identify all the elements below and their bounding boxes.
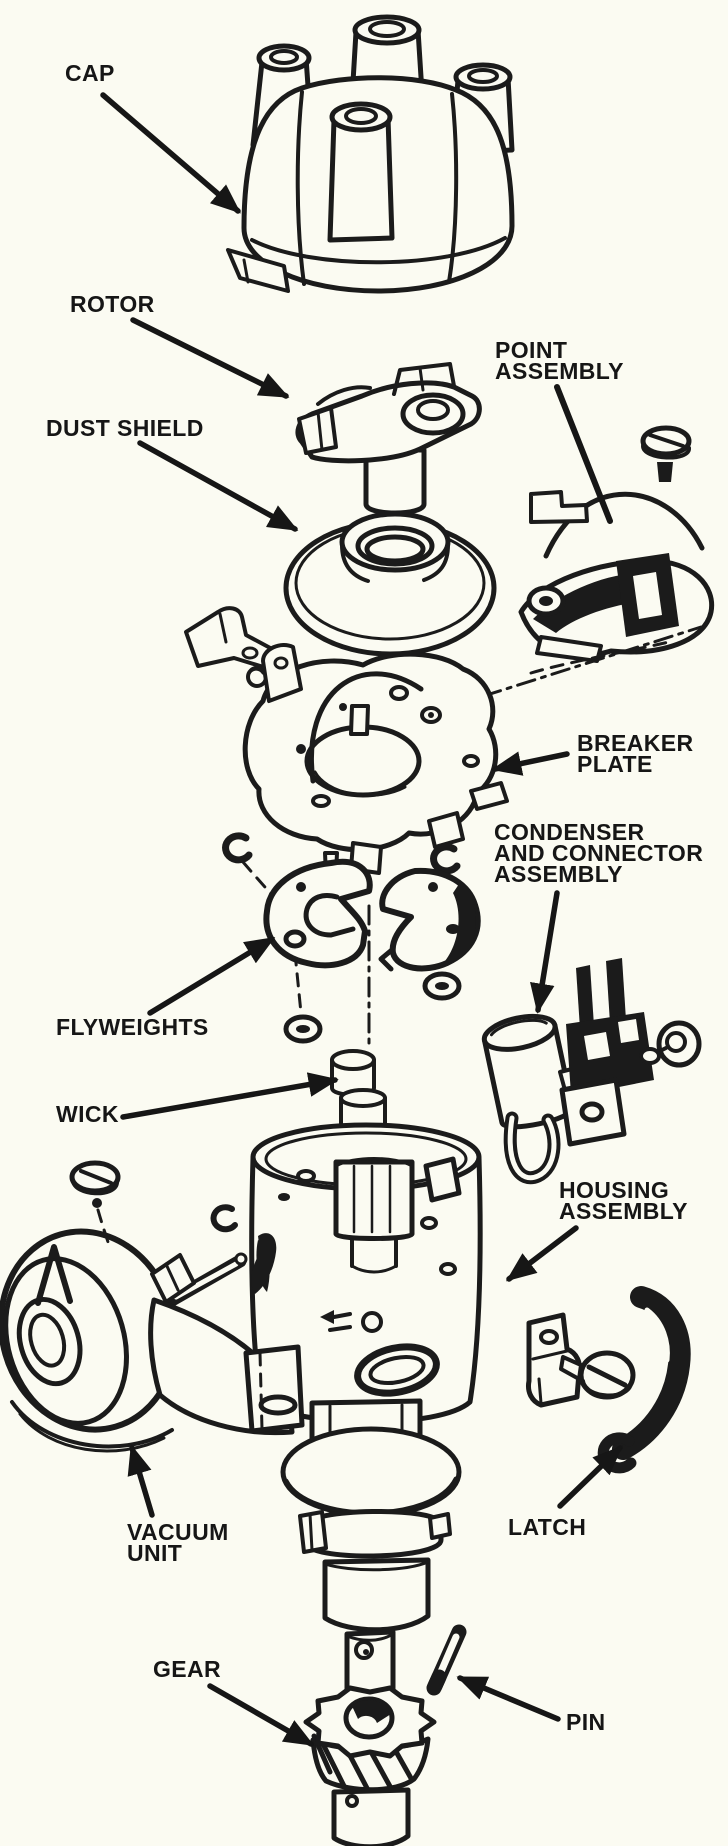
label-condenser-line1: CONDENSER	[494, 819, 645, 845]
wick-leader-arrow	[120, 1072, 339, 1120]
cap-art	[226, 14, 515, 294]
housing-leader-arrow	[505, 1225, 579, 1282]
e-clips-and-washers-art	[222, 832, 462, 1050]
label-breaker-plate-line2: PLATE	[577, 751, 653, 777]
label-gear-text: GEAR	[153, 1656, 222, 1682]
label-breaker-plate: BREAKER PLATE	[577, 730, 694, 777]
latch-art	[526, 1286, 691, 1474]
label-condenser-assembly: CONDENSER AND CONNECTOR ASSEMBLY	[494, 819, 704, 887]
label-rotor: ROTOR	[70, 291, 155, 317]
gear-art	[303, 1685, 437, 1846]
label-latch-text: LATCH	[508, 1514, 587, 1540]
label-vacuum-unit: VACUUM UNIT	[127, 1519, 229, 1566]
housing-art	[249, 1122, 483, 1709]
flyweights-leader-arrow	[147, 936, 276, 1016]
label-cap: CAP	[65, 60, 115, 86]
label-point-assembly-line1: POINT	[495, 337, 568, 363]
pin-art	[426, 1624, 467, 1696]
flyweights-art	[263, 851, 481, 972]
label-wick: WICK	[56, 1101, 119, 1127]
label-dust-shield: DUST SHIELD	[46, 415, 204, 441]
label-vacuum-line2: UNIT	[127, 1540, 183, 1566]
label-housing-assembly: HOUSING ASSEMBLY	[559, 1177, 688, 1224]
breaker-plate-leader-arrow	[491, 751, 570, 776]
leader-lines	[100, 92, 623, 1747]
label-latch: LATCH	[508, 1514, 587, 1540]
point-screw-art	[640, 425, 692, 482]
label-vacuum-line1: VACUUM	[127, 1519, 229, 1545]
label-wick-text: WICK	[56, 1101, 119, 1127]
rotor-art	[295, 362, 482, 516]
label-pin: PIN	[566, 1709, 606, 1735]
vacuum-unit-art	[0, 1160, 305, 1453]
condenser-assembly-art	[481, 958, 702, 1185]
label-cap-text: CAP	[65, 60, 115, 86]
vacuum-leader-arrow	[127, 1444, 155, 1518]
label-gear: GEAR	[153, 1656, 222, 1682]
pin-leader-arrow	[456, 1675, 561, 1722]
label-condenser-line2: AND CONNECTOR	[494, 840, 704, 866]
label-dust-shield-text: DUST SHIELD	[46, 415, 204, 441]
hold-down-clip-art	[184, 606, 276, 688]
cap-leader-arrow	[100, 92, 241, 214]
label-condenser-line3: ASSEMBLY	[494, 861, 623, 887]
label-flyweights: FLYWEIGHTS	[56, 1014, 209, 1040]
latch-leader-arrow	[557, 1445, 623, 1509]
dust-shield-leader-arrow	[137, 440, 299, 532]
gear-leader-arrow	[207, 1683, 315, 1747]
label-housing-line2: ASSEMBLY	[559, 1198, 688, 1224]
label-housing-line1: HOUSING	[559, 1177, 670, 1203]
label-breaker-plate-line1: BREAKER	[577, 730, 694, 756]
dust-shield-art	[283, 511, 497, 657]
rotor-leader-arrow	[130, 317, 290, 399]
breaker-plate-art	[242, 642, 509, 875]
condenser-leader-arrow	[530, 890, 560, 1014]
wick-art	[330, 1049, 376, 1097]
label-point-assembly-line2: ASSEMBLY	[495, 358, 624, 384]
label-point-assembly: POINT ASSEMBLY	[495, 337, 624, 384]
label-pin-text: PIN	[566, 1709, 606, 1735]
point-assembly-art	[518, 490, 715, 675]
label-rotor-text: ROTOR	[70, 291, 155, 317]
point-assembly-leader-line	[554, 384, 613, 524]
label-flyweights-text: FLYWEIGHTS	[56, 1014, 209, 1040]
